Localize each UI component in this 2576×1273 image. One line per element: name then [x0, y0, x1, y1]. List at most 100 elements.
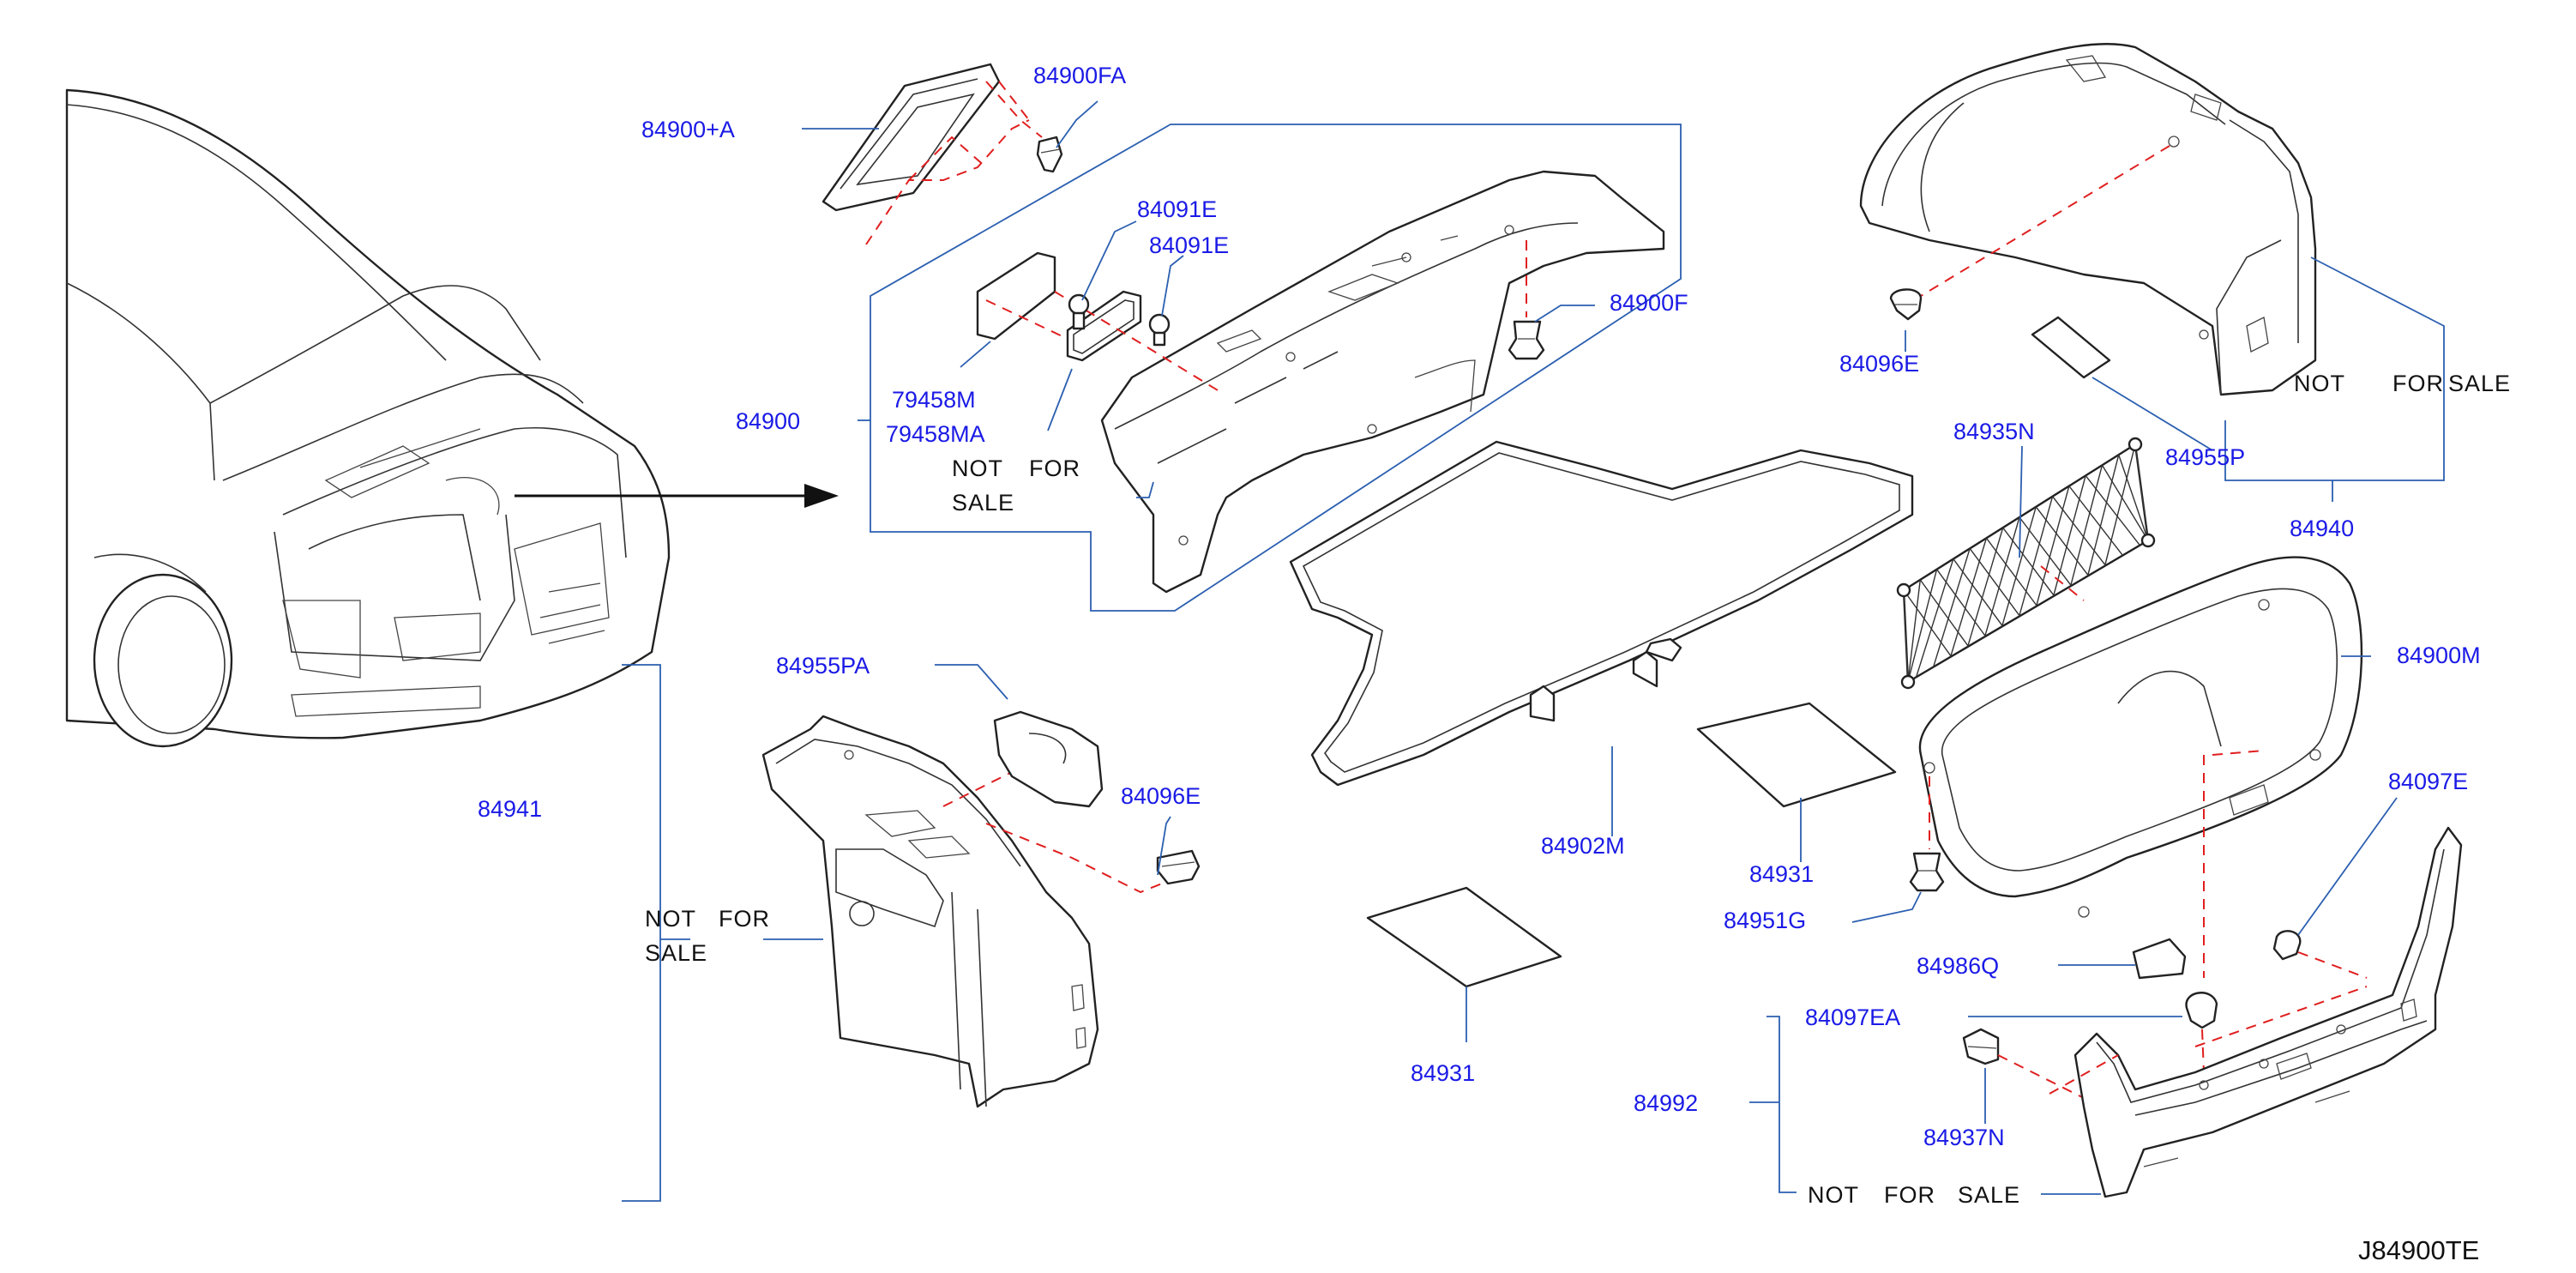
- net-mesh-line: [2101, 464, 2149, 541]
- net-mesh-line: [1932, 548, 1971, 667]
- label-84900fa: 84900FA: [1033, 63, 1126, 88]
- not-for-sale-note-bottom: NOT FOR SALE: [1808, 1182, 2020, 1208]
- clip-84937n-illustration: [1962, 1028, 2085, 1099]
- svg-text:SALE: SALE: [645, 940, 707, 966]
- label-84096e-mid: 84096E: [1121, 783, 1201, 809]
- clip-84951g-illustration: [1909, 852, 1945, 892]
- rear-finisher-84992: [2049, 826, 2463, 1198]
- net-mesh-line: [2018, 496, 2054, 617]
- svg-text:SALE: SALE: [1958, 1182, 2020, 1208]
- net-mesh-line: [2001, 506, 2037, 627]
- net-mesh-line: [2035, 506, 2089, 576]
- label-84900a: 84900+A: [641, 117, 735, 142]
- cover-84900a-illustration: [822, 63, 1063, 245]
- net-mesh-line: [1983, 516, 2020, 637]
- bracket-84940: [2224, 256, 2445, 481]
- net-84935n: [1896, 437, 2156, 690]
- bracket-84900: [870, 124, 1682, 612]
- label-84097e: 84097E: [2388, 769, 2468, 794]
- svg-text:FOR: FOR: [1884, 1182, 1935, 1208]
- clip-84097e-illustration: [2272, 930, 2368, 979]
- label-84900m: 84900M: [2397, 643, 2481, 668]
- label-84902m: 84902M: [1541, 833, 1625, 859]
- svg-text:SALE: SALE: [952, 490, 1014, 516]
- net-mesh-line: [2035, 486, 2070, 607]
- label-84900f: 84900F: [1610, 290, 1688, 316]
- label-84097ea: 84097EA: [1805, 1005, 1900, 1030]
- label-84900: 84900: [736, 408, 800, 434]
- mat-84931-a: [1696, 702, 1897, 808]
- clip-84096e-mid-illustration: [1156, 849, 1201, 885]
- net-mesh-line: [1903, 589, 1952, 657]
- label-79458m: 79458M: [892, 387, 976, 413]
- side-trim-84941: [761, 715, 1184, 1108]
- label-84931-a: 84931: [1749, 861, 1814, 887]
- net-grid: [1903, 443, 2149, 683]
- clip-84097ea-illustration: [2185, 992, 2218, 1073]
- label-84955p: 84955P: [2165, 444, 2245, 470]
- diagram-code: J84900TE: [2358, 1235, 2479, 1265]
- trunk-lid-trim-84900m: [1918, 556, 2363, 978]
- net-mesh-line: [1915, 558, 1954, 678]
- label-79458ma: 79458MA: [886, 421, 985, 447]
- svg-text:NOT: NOT: [2294, 371, 2345, 396]
- label-84091e-1: 84091E: [1137, 196, 1217, 222]
- label-84951g: 84951G: [1724, 908, 1806, 933]
- net-mesh-line: [1969, 548, 2020, 617]
- net-mesh-line: [2019, 516, 2072, 587]
- label-84096e-top: 84096E: [1839, 351, 1919, 377]
- trunk-floor-board-84900: [1100, 170, 1665, 594]
- clip-84091e-2-illustration: [1148, 313, 1171, 347]
- clip-84091e-1-illustration: [1068, 293, 1090, 330]
- leader-lines: [622, 100, 2398, 1202]
- net-mesh-line: [2134, 443, 2149, 541]
- block-84986q: [2132, 938, 2187, 980]
- pad-84955pa: [993, 710, 1104, 808]
- net-mesh-line: [1919, 579, 1969, 647]
- label-84091e-2: 84091E: [1149, 232, 1229, 258]
- net-mesh-line: [1985, 537, 2037, 606]
- svg-text:NOT: NOT: [645, 906, 696, 932]
- net-mesh-line: [2068, 486, 2123, 556]
- trunk-mat-84902m: [1289, 440, 1914, 787]
- not-for-sale-note-left: NOT FOR SALE: [645, 906, 770, 966]
- clip-84096e-top-illustration: [1889, 288, 1923, 321]
- net-mesh-line: [1953, 558, 2003, 627]
- net-mesh-line: [2086, 454, 2120, 576]
- label-84986q: 84986Q: [1917, 953, 1999, 979]
- net-mesh-line: [1907, 569, 1938, 683]
- net-mesh-line: [2052, 496, 2106, 566]
- label-84940: 84940: [2290, 516, 2354, 541]
- label-84931-b: 84931: [1411, 1060, 1475, 1086]
- svg-text:FOR: FOR: [2392, 371, 2444, 396]
- svg-text:NOT: NOT: [1808, 1182, 1859, 1208]
- svg-text:SALE: SALE: [2448, 371, 2511, 396]
- clip-84900fa-illustration: [1036, 136, 1063, 173]
- net-mesh-line: [1966, 527, 2004, 648]
- net-mesh-line: [2118, 454, 2149, 541]
- net-mesh-line: [1949, 538, 1988, 657]
- not-for-sale-note-right: NOT FOR SALE: [2294, 371, 2511, 396]
- net-mesh-line: [2104, 443, 2136, 566]
- net-mesh-line: [1903, 589, 1909, 683]
- car-rear-illustration: [65, 88, 839, 748]
- net-mesh-line: [2052, 475, 2086, 597]
- not-for-sale-note-center: NOT FOR SALE: [952, 456, 1080, 516]
- callout-labels: 84900+A 84900FA 84091E 84091E 84900F 794…: [478, 63, 2481, 1150]
- plates-79458m-illustration: [976, 251, 1219, 391]
- clip-84900f-illustration: [1508, 257, 1545, 360]
- svg-text:FOR: FOR: [1029, 456, 1080, 481]
- net-mesh-line: [2069, 465, 2104, 587]
- net-mesh-line: [2085, 474, 2140, 546]
- net-mesh-line: [1907, 579, 1921, 683]
- label-84935n: 84935N: [1953, 419, 2035, 444]
- net-mesh-line: [2002, 527, 2055, 597]
- label-84992: 84992: [1634, 1090, 1698, 1116]
- side-panel-84940: [1859, 43, 2317, 396]
- label-84941: 84941: [478, 796, 542, 822]
- pad-84955p: [2031, 316, 2111, 379]
- mat-84931-b: [1366, 886, 1562, 988]
- label-84955pa: 84955PA: [776, 653, 870, 679]
- svg-text:FOR: FOR: [719, 906, 770, 932]
